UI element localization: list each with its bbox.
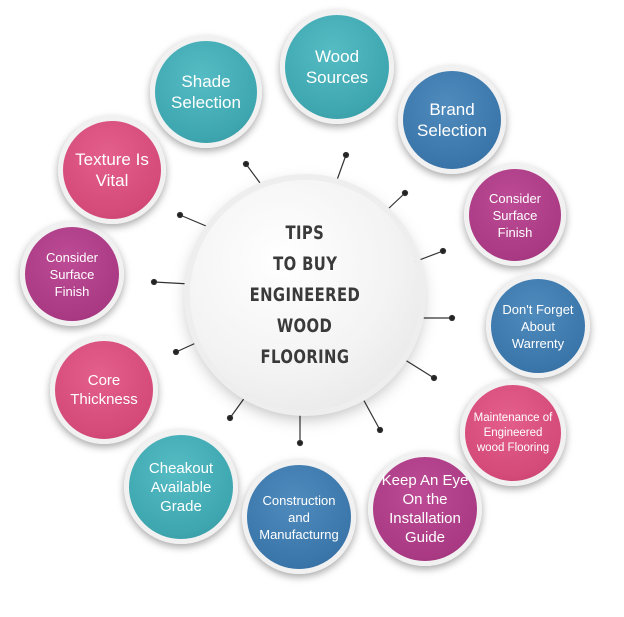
connector-dot-core-thickness (172, 348, 180, 356)
tip-shade-selection-label: Shade Selection (171, 72, 241, 112)
center-title-circle: TIPS TO BUY ENGINEERED WOOD FLOORING (190, 180, 420, 410)
tip-construction: Construction and Manufacturng (242, 460, 356, 574)
tip-brand-selection: Brand Selection (398, 66, 506, 174)
connector-dot-texture (176, 211, 184, 219)
connector-dot-warrenty (448, 314, 456, 322)
connector-dot-available-grade (226, 414, 234, 422)
tip-brand-selection-label: Brand Selection (417, 100, 487, 140)
center-title-line-1: TIPS (285, 221, 325, 244)
center-title-line-3: ENGINEERED (249, 283, 361, 306)
center-title-line-4: WOOD (277, 314, 333, 337)
connector-core-thickness (175, 341, 199, 353)
connector-texture (179, 214, 207, 227)
connector-installation (361, 396, 381, 431)
tip-construction-label: Construction and Manufacturng (259, 492, 339, 542)
connector-shade-selection (245, 163, 261, 184)
connector-maintenance (401, 357, 435, 379)
center-title-line-2: TO BUY (272, 252, 338, 275)
connector-dot-shade-selection (242, 160, 250, 168)
center-title-line-5: FLOORING (260, 345, 350, 368)
tip-wood-sources: Wood Sources (280, 10, 394, 124)
connector-dot-installation (376, 426, 384, 434)
tip-consider-surface-finish-left-label: Consider Surface Finish (45, 249, 99, 299)
tip-core-thickness: Core Thickness (50, 336, 158, 444)
tip-consider-surface-finish-right-label: Consider Surface Finish (488, 190, 542, 240)
tip-maintenance: Maintenance of Engineered wood Flooring (460, 380, 566, 486)
connector-wood-sources (336, 154, 347, 181)
tip-consider-surface-finish-right: Consider Surface Finish (464, 164, 566, 266)
tip-dont-forget-about-warrenty-label: Don't Forget About Warrenty (502, 301, 574, 351)
tip-maintenance-label: Maintenance of Engineered wood Flooring (473, 411, 553, 454)
tip-texture: Texture Is Vital (58, 116, 166, 224)
tip-wood-sources-label: Wood Sources (305, 47, 369, 87)
connector-surface-finish-left (153, 281, 191, 285)
tip-installation-guide-label: Keep An Eye On the Installation Guide (381, 472, 469, 546)
connector-dot-brand-selection (401, 189, 409, 197)
tip-available-grade: Cheakout Available Grade (124, 430, 238, 544)
tip-texture-label: Texture Is Vital (75, 150, 149, 190)
connector-dot-surface-finish-left (150, 278, 158, 286)
tip-core-thickness-label: Core Thickness (70, 372, 138, 408)
tip-installation-guide: Keep An Eye On the Installation Guide (368, 452, 482, 566)
connector-available-grade (229, 392, 249, 419)
tip-shade-selection: Shade Selection (150, 36, 262, 148)
connector-dot-wood-sources (342, 151, 350, 159)
connector-dot-surface-finish-right (439, 247, 447, 255)
connector-surface-finish-right (413, 250, 444, 263)
tip-consider-surface-finish-left: Consider Surface Finish (20, 222, 124, 326)
connector-brand-selection (386, 192, 406, 211)
tip-dont-forget-about-warrenty: Don't Forget About Warrenty (486, 274, 590, 378)
connector-dot-maintenance (430, 374, 438, 382)
connector-dot-construction (296, 439, 304, 447)
tip-available-grade-label: Cheakout Available Grade (148, 459, 214, 515)
